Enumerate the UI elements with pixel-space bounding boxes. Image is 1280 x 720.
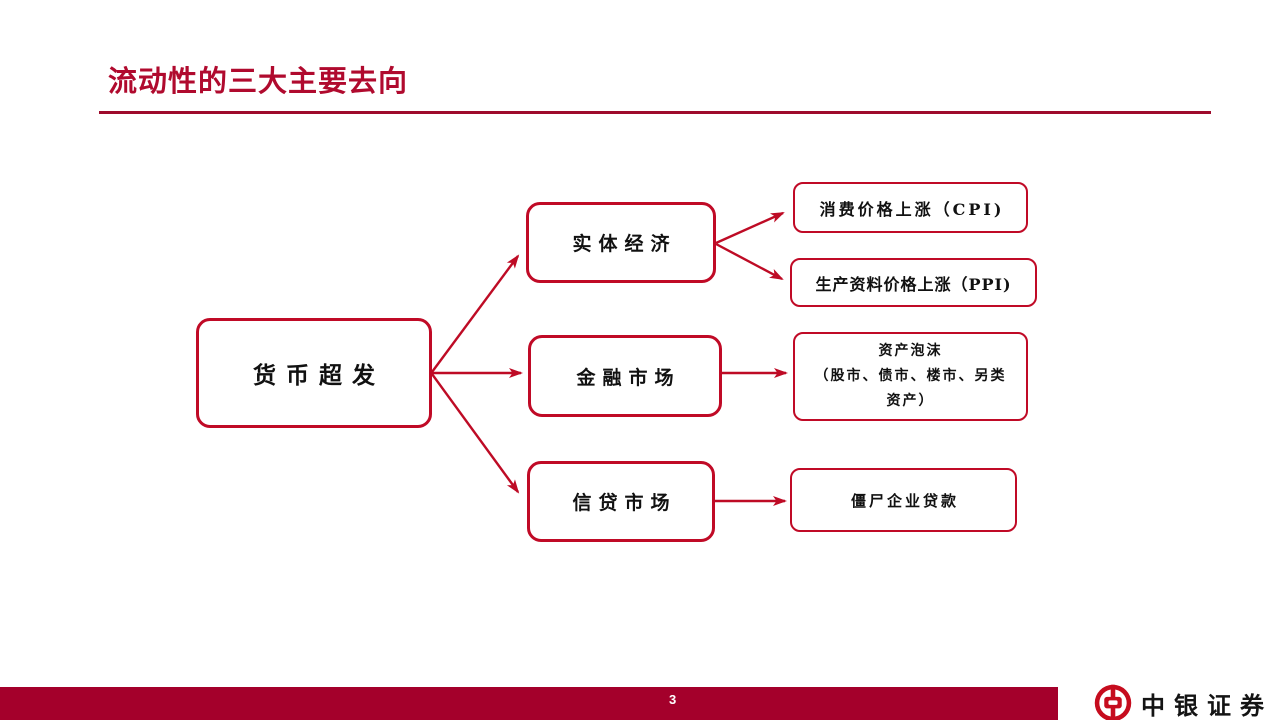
arrow-money-to-credit-market xyxy=(431,373,520,494)
arrow-money-to-real-economy xyxy=(431,254,520,373)
page-number: 3 xyxy=(669,692,677,707)
node-financial-market: 金融市场 xyxy=(528,335,722,417)
asset-bubble-line2: （股市、债市、楼市、另类 xyxy=(814,367,1007,384)
brand-lockup: 中银证券 xyxy=(1094,684,1273,720)
node-zombie-loans-outcome: 僵尸企业贷款 xyxy=(790,468,1017,532)
page-title: 流动性的三大主要去向 xyxy=(108,66,409,98)
title-underline xyxy=(99,111,1211,114)
node-asset-bubble-outcome: 资产泡沫 （股市、债市、楼市、另类 资产） xyxy=(793,332,1028,421)
footer-bar xyxy=(0,687,1058,720)
arrow-real-economy-to-ppi xyxy=(715,242,784,281)
node-credit-market: 信贷市场 xyxy=(527,461,715,542)
boc-coin-logo-icon xyxy=(1094,684,1132,720)
asset-bubble-line3: 资产） xyxy=(886,393,935,410)
node-ppi-outcome: 生产资料价格上涨（PPI) xyxy=(790,258,1037,307)
node-cpi-outcome: 消费价格上涨（CPI) xyxy=(793,182,1028,233)
brand-name: 中银证券 xyxy=(1141,690,1273,720)
asset-bubble-line1: 资产泡沫 xyxy=(878,342,943,359)
node-money-overissue: 货币超发 xyxy=(196,318,432,428)
arrow-real-economy-to-cpi xyxy=(715,211,785,245)
node-real-economy: 实体经济 xyxy=(526,202,716,283)
